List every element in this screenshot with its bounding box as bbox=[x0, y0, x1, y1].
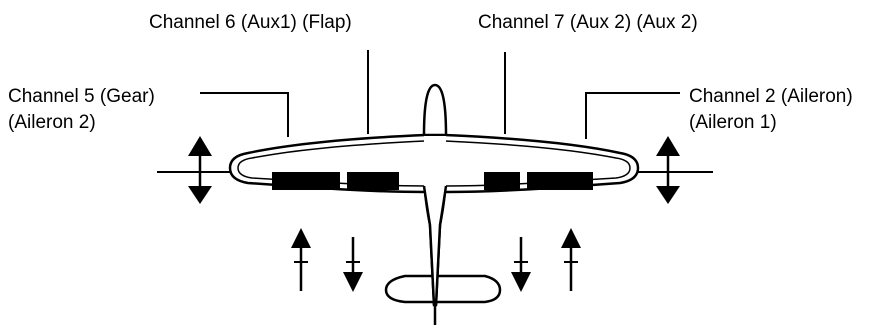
right-flap bbox=[484, 172, 520, 190]
fuselage-center bbox=[424, 136, 446, 305]
left-wingtip-arrow bbox=[188, 136, 212, 204]
left-down-arrow bbox=[343, 237, 363, 292]
aileron-2-label: (Aileron 2) bbox=[8, 112, 96, 133]
leader-lines bbox=[200, 50, 680, 139]
right-up-arrow bbox=[561, 228, 581, 291]
fuselage-center-outline bbox=[422, 185, 448, 306]
left-flap bbox=[347, 172, 399, 190]
leader-channel-2 bbox=[585, 92, 680, 139]
channel-6-label: Channel 6 (Aux1) (Flap) bbox=[149, 12, 352, 33]
right-wingtip-arrow bbox=[656, 136, 680, 204]
left-up-arrow bbox=[291, 228, 311, 291]
right-down-arrow bbox=[511, 237, 531, 292]
left-aileron bbox=[272, 172, 340, 190]
leader-channel-5 bbox=[200, 92, 289, 137]
channel-5-label: Channel 5 (Gear) bbox=[8, 86, 155, 107]
horizontal-tail bbox=[384, 274, 502, 304]
right-aileron bbox=[527, 172, 593, 190]
channel-2-label: Channel 2 (Aileron) bbox=[689, 86, 853, 107]
aileron-1-label: (Aileron 1) bbox=[689, 112, 777, 133]
control-surfaces bbox=[272, 172, 593, 190]
channel-7-label: Channel 7 (Aux 2) (Aux 2) bbox=[478, 12, 698, 33]
